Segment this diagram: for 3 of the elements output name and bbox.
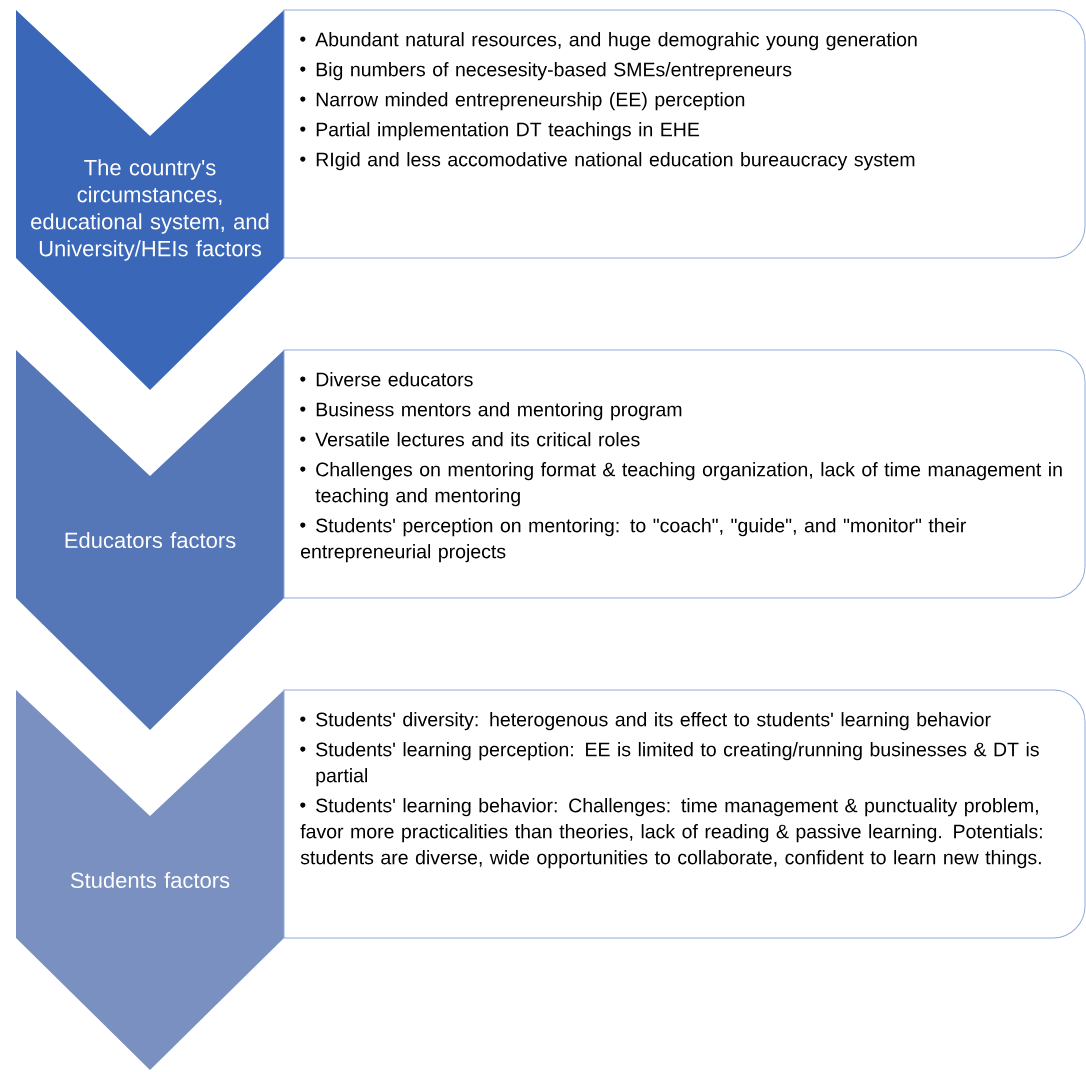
text-box: Diverse educators Business mentors and mentoring program Versatile lectures and its critical roles Challenges on mentoring format & teaching organization, lack of time management in teaching and mentoring Students' perception on mentoring: to "coach", "guide", and "monitor" their entrepreneurial projects [283, 349, 1086, 599]
text-box: Abundant natural resources, and huge demograhic young generation Big numbers of necesesity-based SMEs/entrepreneurs Narrow minded entrepreneurship (EE) perception Partial implementation DT teachings in EHE RIgid and less accomodative national education bureaucracy system [283, 9, 1086, 259]
text-box: Students' diversity: heterogenous and its effect to students' learning behavior Students' learning perception: EE is limited to creating/running businesses & DT is partial Students' learning behavior: Challenges: time management & punctuality problem, favor more practicalities than theories, lack of reading & passive learning. Potentials: students are diverse, wide opportunities to collaborate, confident to learn new things. [283, 689, 1086, 939]
